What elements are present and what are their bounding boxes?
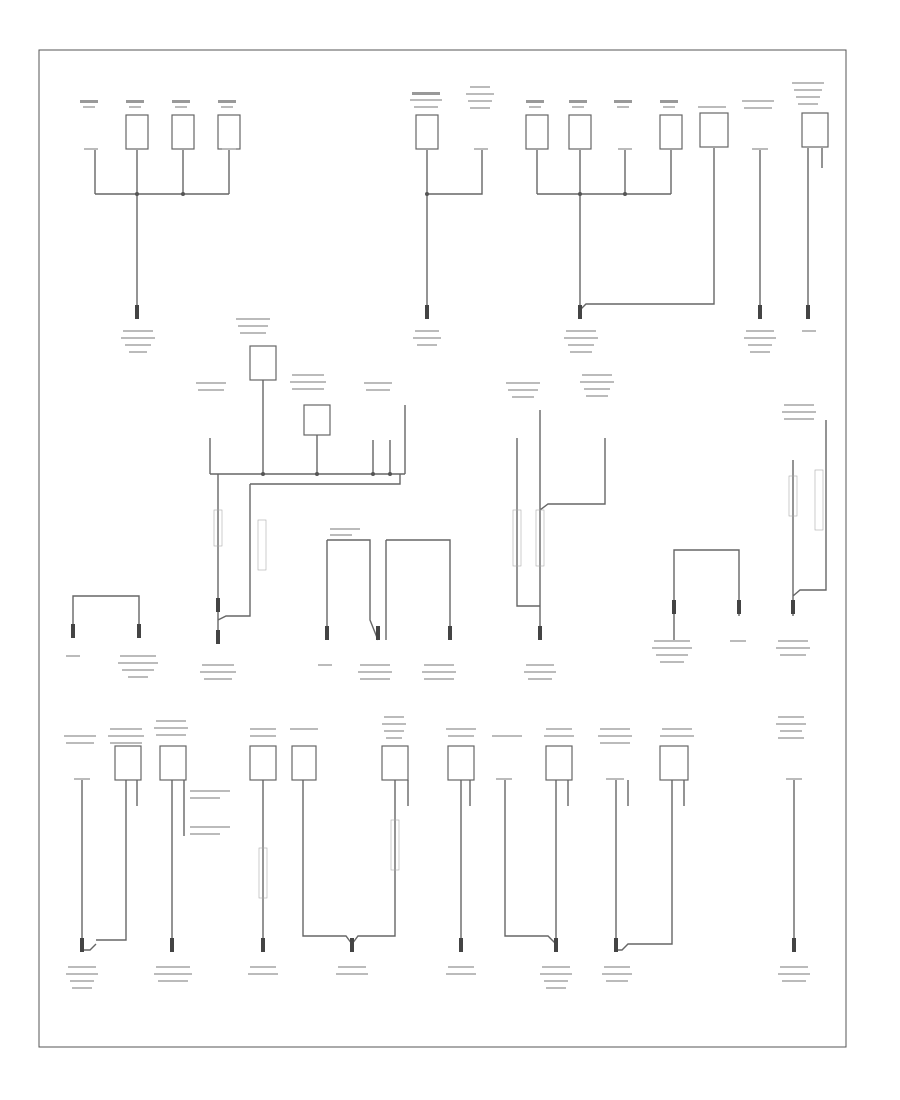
ground-wire [807,148,823,318]
connector-block [291,745,317,781]
ground-wire [209,380,406,475]
ground-wire [426,150,483,318]
ground-wire [536,150,672,318]
ground-wire [460,780,471,950]
connector-block [249,345,277,381]
ground-wire [171,780,185,950]
connector-block [801,112,829,148]
connector-block [699,112,729,148]
bottom-row-group [64,716,810,989]
connector-block [171,114,195,150]
ground-wire [81,780,138,951]
ground-wire [673,549,740,640]
top-left-group [80,100,241,353]
ground-wire [72,595,140,632]
top-right-group [525,82,829,353]
top-middle-group [410,86,494,346]
ground-wire [326,539,451,641]
connector-block [159,745,187,781]
connector-block [125,114,149,150]
ground-wire [94,150,230,318]
ground-wire [579,148,715,311]
ground-wire [615,780,685,951]
connector-block [568,114,592,150]
component-label [80,100,236,108]
connector-block [217,114,241,150]
middle-left-group [196,318,406,680]
ground-wire [504,780,569,950]
ground-wire [792,420,827,616]
connector-block [545,745,573,781]
connector-block [114,745,142,781]
middle-right-center-group [506,374,614,680]
ground-wire [217,474,251,640]
connector-block [303,404,331,436]
connector-block [525,114,549,150]
connector-block [249,745,277,781]
connector-block [659,114,683,150]
connector-block [381,745,409,781]
ground-wire [516,410,606,640]
middle-right-group [652,404,827,663]
connector-block [415,114,439,150]
middle-far-left-group [66,595,158,678]
connector-block [447,745,475,781]
middle-center-group [318,528,456,680]
connector-block [659,745,689,781]
ground-wire [250,474,401,485]
diagram-frame [38,49,847,1048]
ground-wire [302,780,409,946]
